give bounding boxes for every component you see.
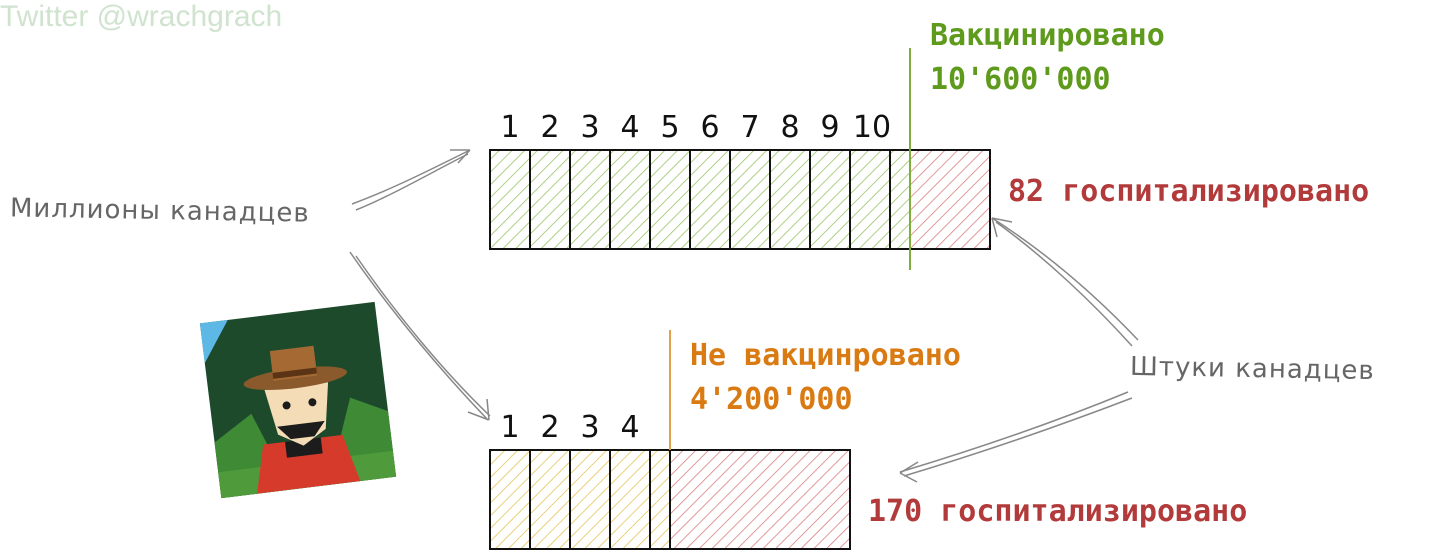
unvaccinated-bar	[489, 330, 851, 550]
top-number: 3	[580, 110, 600, 145]
top-number: 2	[540, 110, 560, 145]
millions-label: Миллионы канадцев	[9, 193, 310, 229]
top-number: 9	[820, 110, 840, 145]
unvaccinated-count: 4'200'000	[690, 382, 853, 417]
top-number: 4	[620, 110, 640, 145]
top-number: 7	[740, 110, 760, 145]
vaccinated-hospitalized-region	[910, 150, 990, 249]
bottom-number: 1	[500, 410, 520, 445]
arrow-to-vaccinated-hospitalized	[991, 217, 1139, 347]
unvaccinated-region	[490, 450, 670, 549]
vaccinated-bar	[489, 48, 991, 270]
canadian-mountie-avatar-icon	[199, 301, 397, 499]
vaccinated-bar-outline	[489, 149, 991, 250]
arrows	[349, 149, 1139, 483]
top-number: 1	[500, 110, 520, 145]
unvaccinated-label: Не вакцинровано	[690, 338, 961, 373]
pieces-label: Штуки канадцев	[1129, 351, 1376, 387]
unvaccinated-hospitalized-region	[670, 450, 850, 549]
top-number: 6	[700, 110, 720, 145]
bottom-number: 4	[620, 410, 640, 445]
vaccinated-label: Вакцинировано	[930, 18, 1165, 53]
arrow-to-unvaccinated	[349, 251, 491, 421]
bottom-number: 3	[580, 410, 600, 445]
vaccinated-cell-dividers	[529, 150, 891, 249]
arrow-to-unvaccinated-hospitalized	[899, 391, 1133, 483]
vaccinated-annotation: Вакцинировано 10'600'000	[930, 14, 1165, 102]
top-number: 10	[852, 110, 892, 145]
unvaccinated-hospitalized-label: 170 госпитализировано	[868, 494, 1248, 529]
bottom-number: 2	[540, 410, 560, 445]
top-number: 5	[660, 110, 680, 145]
watermark: Twitter @wrachgrach	[0, 0, 283, 33]
unvaccinated-cell-dividers	[529, 450, 671, 549]
vaccinated-hospitalized-label: 82 госпитализировано	[1008, 174, 1370, 209]
arrow-to-vaccinated	[351, 149, 471, 211]
vaccinated-count: 10'600'000	[930, 62, 1111, 97]
top-number: 8	[780, 110, 800, 145]
vaccinated-region	[490, 150, 910, 249]
unvaccinated-annotation: Не вакцинровано 4'200'000	[690, 334, 961, 422]
